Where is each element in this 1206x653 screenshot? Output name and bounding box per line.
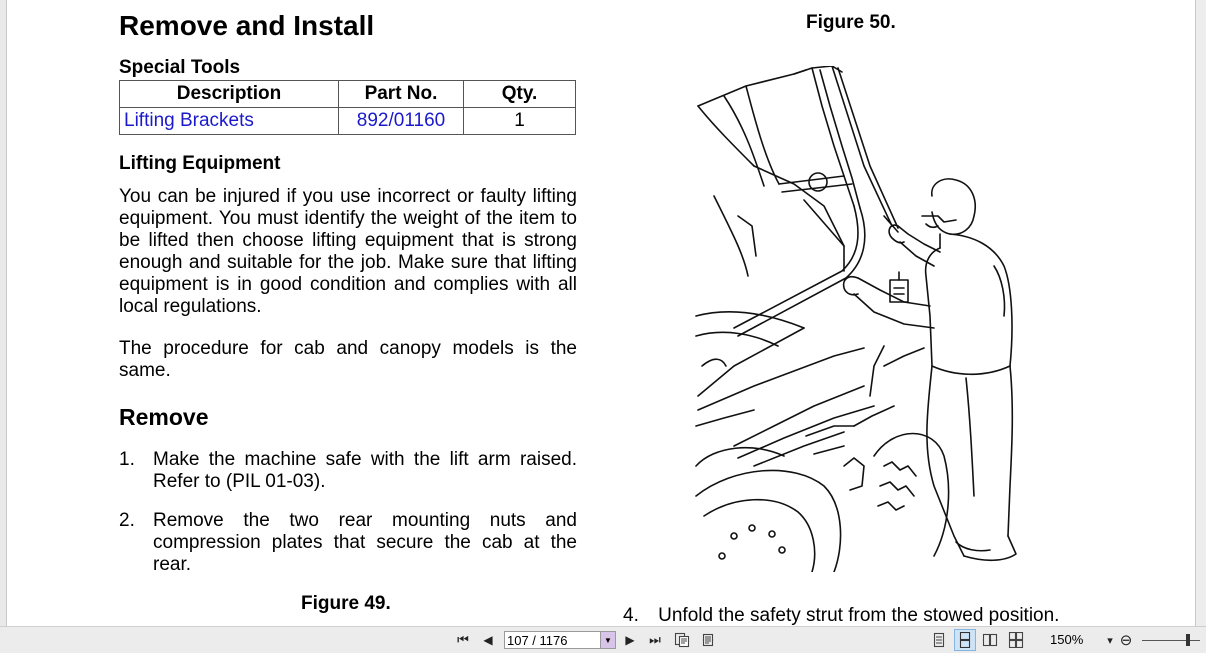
figure-49-caption: Figure 49. — [301, 593, 391, 614]
page-layout-icon[interactable] — [672, 627, 692, 653]
tool-description-link[interactable]: Lifting Brackets — [119, 107, 339, 135]
zoom-slider-handle[interactable] — [1186, 634, 1190, 646]
special-tools-heading: Special Tools — [119, 57, 241, 78]
viewer-toolbar: ⏮ ◀ ▼ ▶ ⏭ 150% ▾ ⊖ — [0, 626, 1206, 653]
procedure-paragraph: The procedure for cab and canopy models … — [119, 338, 577, 381]
cab-removal-illustration — [695, 66, 1017, 572]
table-header-qty: Qty. — [463, 80, 576, 108]
continuous-facing-view-icon[interactable] — [1006, 627, 1026, 653]
document-page: Remove and Install Special Tools Descrip… — [0, 0, 1206, 626]
part-number-link[interactable]: 892/01160 — [338, 107, 464, 135]
figure-50-caption: Figure 50. — [806, 12, 896, 33]
special-tools-table: Description Part No. Qty. Lifting Bracke… — [119, 80, 576, 135]
table-header-row: Description Part No. Qty. — [119, 80, 576, 108]
step-text: Make the machine safe with the lift arm … — [153, 449, 577, 492]
step-number: 1. — [119, 449, 135, 470]
table-header-description: Description — [119, 80, 339, 108]
section-title: Remove and Install — [119, 10, 375, 41]
zoom-slider-track[interactable] — [1142, 640, 1200, 641]
next-page-button[interactable]: ▶ — [625, 633, 635, 647]
page-number-input[interactable] — [507, 632, 599, 648]
lifting-equipment-heading: Lifting Equipment — [119, 153, 281, 174]
step-number: 2. — [119, 510, 135, 531]
step-number: 4. — [623, 605, 639, 626]
step-text: Unfold the safety strut from the stowed … — [658, 605, 1060, 626]
single-page-view-icon[interactable] — [930, 627, 948, 653]
chevron-down-icon[interactable]: ▼ — [600, 632, 615, 648]
table-header-part-no: Part No. — [338, 80, 464, 108]
zoom-level[interactable]: 150% — [1050, 632, 1084, 647]
rotate-page-icon[interactable] — [698, 627, 718, 653]
facing-pages-view-icon[interactable] — [980, 627, 1000, 653]
zoom-dropdown-button[interactable]: ▾ — [1107, 634, 1113, 647]
lifting-warning-paragraph: You can be injured if you use incorrect … — [119, 186, 577, 317]
list-item: 4. Unfold the safety strut from the stow… — [623, 605, 1059, 626]
last-page-button[interactable]: ⏭ — [649, 632, 661, 647]
continuous-view-icon[interactable] — [954, 629, 976, 651]
remove-heading: Remove — [119, 404, 209, 430]
tool-quantity: 1 — [463, 107, 576, 135]
prev-page-button[interactable]: ◀ — [483, 633, 493, 647]
zoom-out-button[interactable]: ⊖ — [1119, 632, 1133, 649]
first-page-button[interactable]: ⏮ — [457, 632, 469, 647]
vertical-scrollbar[interactable] — [1195, 0, 1206, 626]
table-row: Lifting Brackets 892/01160 1 — [119, 107, 576, 135]
page-left-edge — [0, 0, 7, 626]
page-selector[interactable]: ▼ — [504, 631, 616, 649]
step-text: Remove the two rear mounting nuts and co… — [153, 510, 577, 575]
